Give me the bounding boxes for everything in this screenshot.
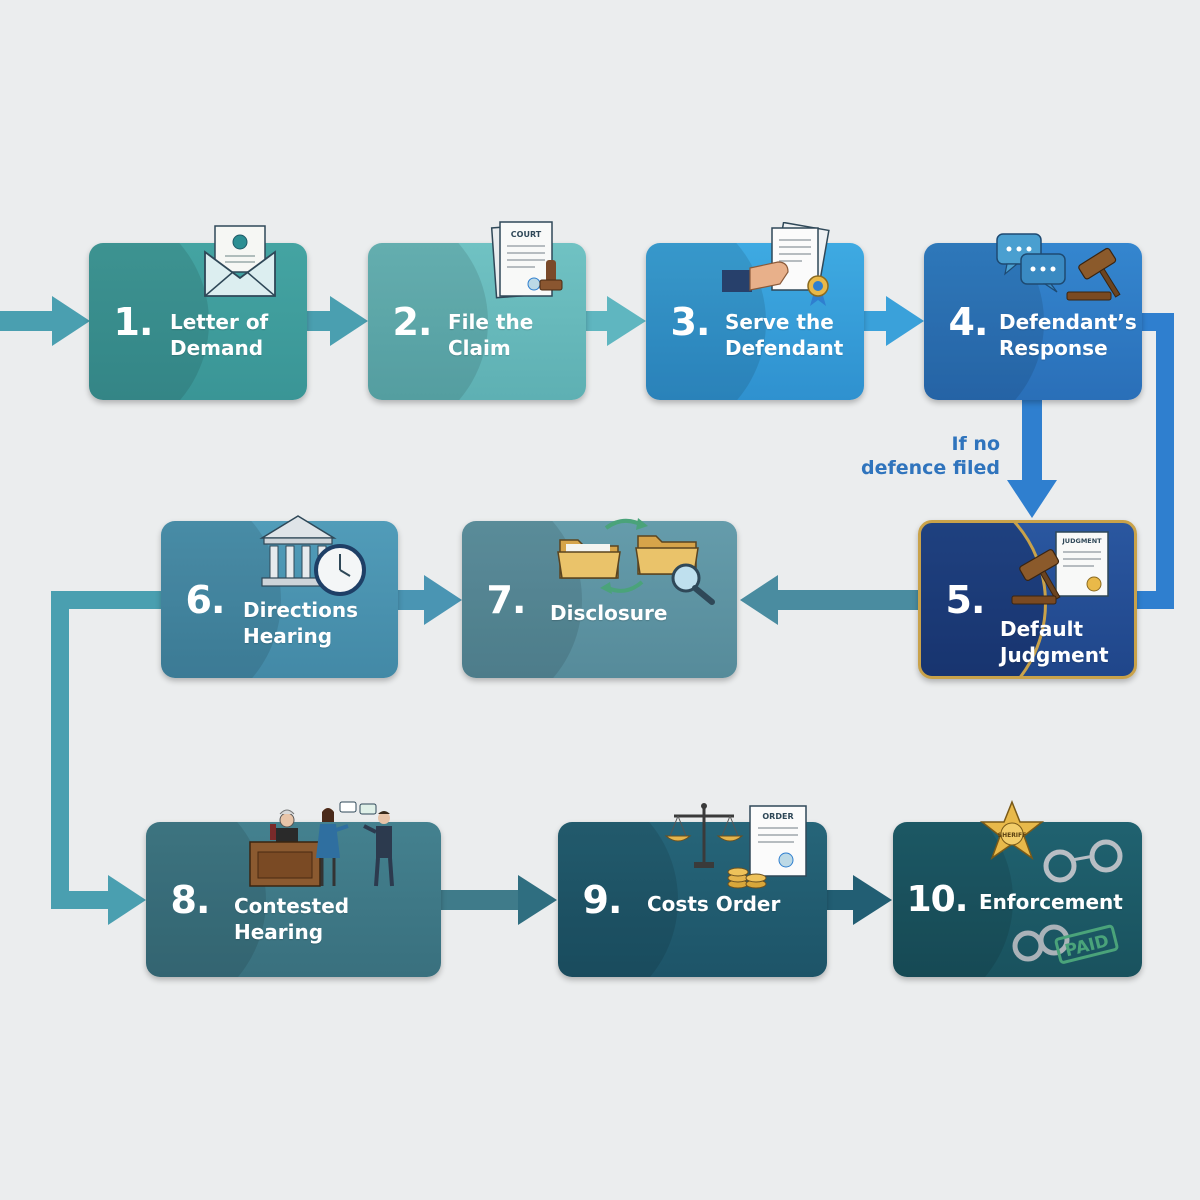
arrow-4-side-connector [1137, 313, 1174, 609]
judgment-doc-text: JUDGMENT [1061, 537, 1102, 545]
step-number: 2. [392, 299, 433, 344]
courthouse-clock-icon [259, 515, 366, 596]
judgment-document-gavel-icon: JUDGMENT [1011, 531, 1109, 605]
step-number: 7. [486, 577, 527, 622]
step-10-card: 10. Enforcement [893, 822, 1142, 977]
step-number: 3. [670, 299, 711, 344]
speech-bubbles-gavel-icon [996, 233, 1121, 301]
arrow-6-to-8-connector [51, 591, 161, 909]
step-label: Costs Order [647, 892, 781, 916]
arrow-4-to-5-branch [1007, 400, 1057, 518]
step-number: 1. [113, 299, 154, 344]
arrow-9-to-10 [827, 875, 892, 925]
arrow-6-to-7 [398, 575, 462, 625]
arrow-1-to-2 [306, 296, 368, 346]
step-number: 10. [906, 878, 969, 920]
order-doc-text: ORDER [762, 812, 793, 821]
arrow-6-to-8-head [108, 875, 146, 925]
courtroom-scene-icon [249, 801, 394, 887]
step-number: 5. [945, 577, 986, 622]
folders-magnifier-icon [557, 518, 715, 605]
arrow-8-to-9 [440, 875, 557, 925]
court-doc-text: COURT [511, 230, 542, 239]
scales-order-icon: ORDER [664, 803, 807, 889]
envelope-icon [204, 225, 276, 297]
step-number: 8. [170, 877, 211, 922]
serve-documents-icon [722, 222, 830, 306]
entry-arrow [0, 296, 90, 346]
step-number: 4. [948, 299, 989, 344]
step-number: 9. [582, 877, 623, 922]
sheriff-badge-text: SHERIFF [998, 832, 1027, 839]
step-label: Disclosure [550, 601, 668, 625]
court-document-icon: COURT [490, 221, 563, 299]
step-label: Enforcement [979, 890, 1123, 914]
arrow-5-to-7 [740, 575, 918, 625]
sheriff-badge-handcuffs-icon: SHERIFF PAID [979, 800, 1123, 964]
arrow-3-to-4 [864, 296, 924, 346]
arrow-2-to-3 [585, 296, 646, 346]
step-number: 6. [185, 577, 226, 622]
